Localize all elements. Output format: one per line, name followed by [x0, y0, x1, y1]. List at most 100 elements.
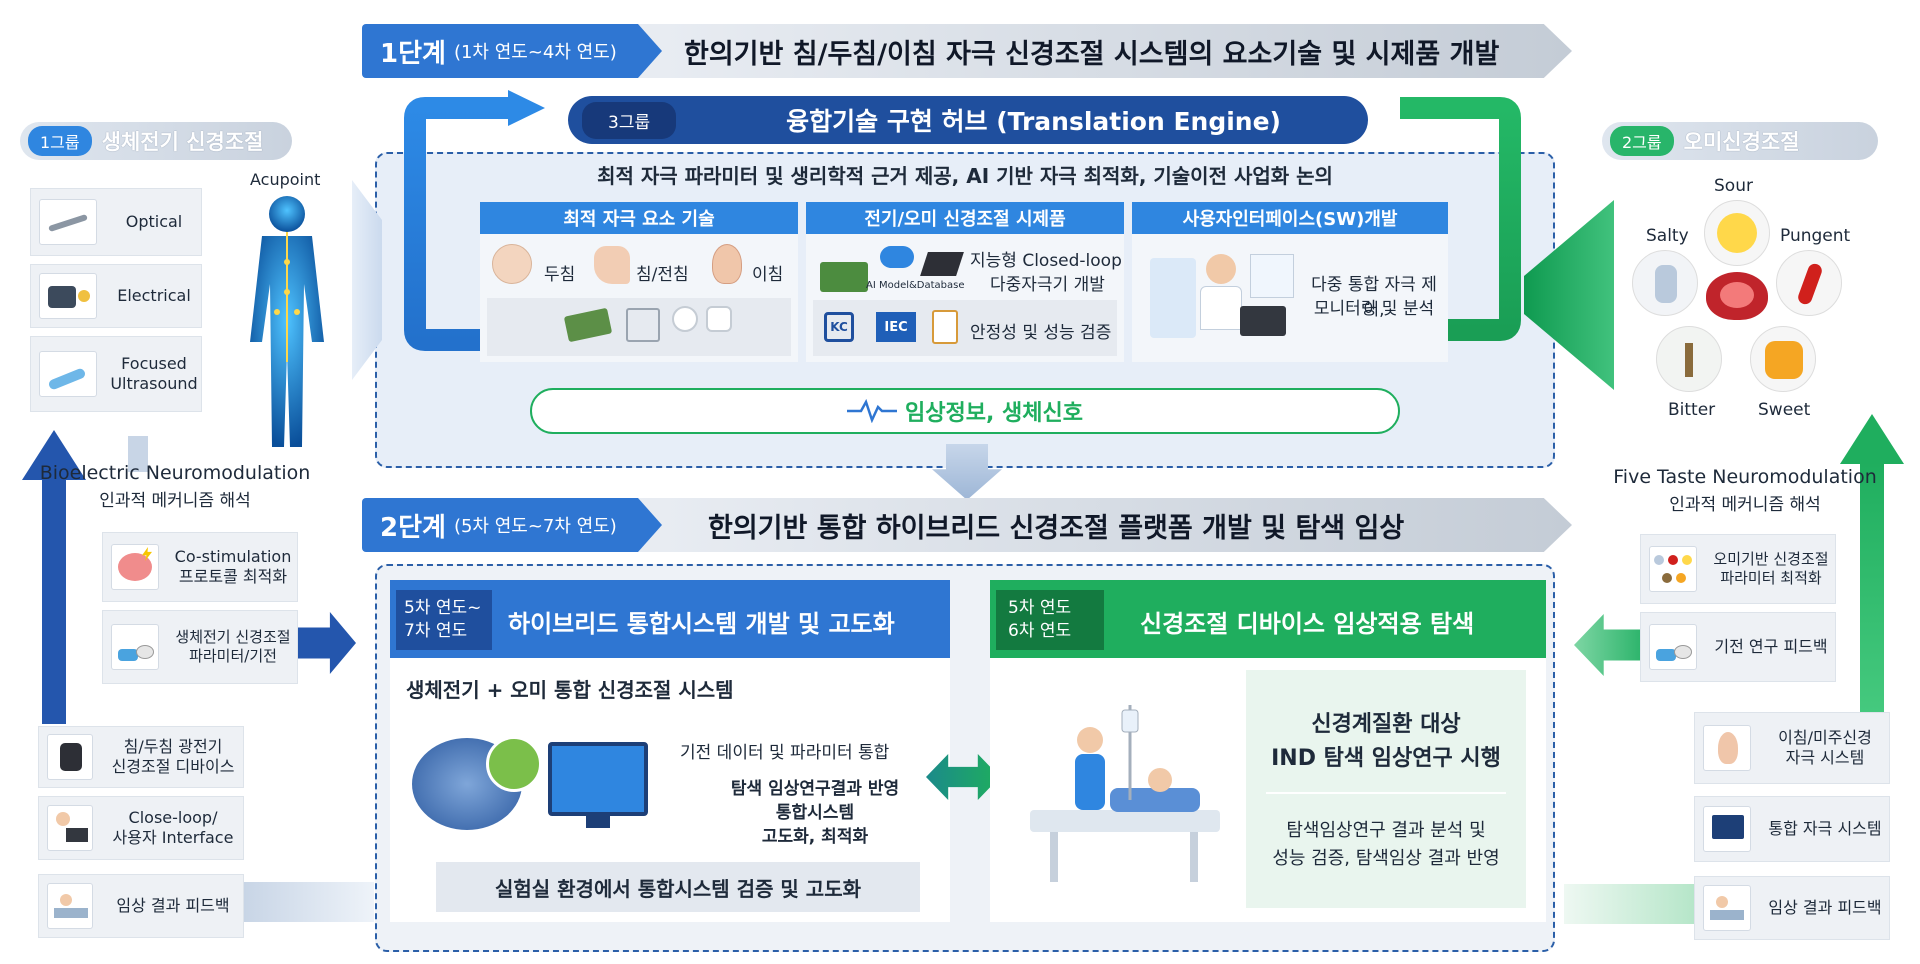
- dashboard-icon: [1150, 258, 1196, 338]
- acupoint-label: Acupoint: [250, 170, 321, 189]
- clinical-year2: 6차 연도: [1008, 621, 1072, 641]
- optical-label: Optical: [125, 212, 183, 231]
- pad-icon-2: [706, 306, 732, 332]
- group1-to-hybrid-arrow: [298, 612, 356, 674]
- herb-icon: [1656, 326, 1722, 392]
- group2-feedback-arrow: [1564, 884, 1694, 924]
- col1-item-scalp: 두침: [544, 265, 576, 285]
- acu-device-line2: 신경조절 디바이스: [111, 757, 235, 776]
- close-loop-card: Close-loop/사용자 Interface: [38, 796, 244, 860]
- clinical-info-panel: [1246, 670, 1526, 908]
- pepper-icon: [1776, 250, 1842, 316]
- group1-name: 생체전기 신경조절: [101, 130, 264, 154]
- hybrid-title: 하이브리드 통합시스템 개발 및 고도화: [508, 610, 895, 638]
- ultrasound-label-line1: Focused: [121, 354, 187, 373]
- stage2-chip: 2단계 (5차 연도~7차 연도): [362, 498, 662, 552]
- lab-mouse-icon: [1649, 624, 1697, 670]
- clinical-years: 5차 연도 6차 연도: [996, 590, 1104, 650]
- multi-stim-label: 다중자극기 개발: [990, 275, 1105, 295]
- costim-line1: Co-stimulation: [174, 547, 292, 566]
- integrated-system-card: 통합 자극 시스템: [1694, 796, 1890, 862]
- col2-head: 전기/오미 신경조절 시제품: [806, 202, 1124, 234]
- ui-line1: 다중 통합 자극 제어,: [1311, 275, 1437, 320]
- stage1-chip: 1단계 (1차 연도~4차 연도): [362, 24, 662, 78]
- clinical-result2: 성능 검증, 탐색임상 결과 반영: [1272, 848, 1500, 869]
- clinical-info-label: 임상정보, 생체신호: [905, 401, 1083, 426]
- leg-icon: [594, 246, 630, 284]
- five-title: Five Taste Neuromodulation: [1613, 466, 1877, 488]
- monitor-icon: [1703, 806, 1751, 852]
- hybrid-years: 5차 연도~ 7차 연도: [396, 590, 492, 650]
- hybrid-line2: 탐색 임상연구결과 반영: [730, 779, 900, 799]
- ultrasound-device-icon: [39, 351, 97, 397]
- tongue-icon: [1706, 272, 1768, 320]
- group1-feedback-arrow: [244, 882, 374, 922]
- monitor-stand: [586, 816, 610, 828]
- clinical-target2: IND 탐색 임상연구 시행: [1271, 746, 1501, 771]
- ear-icon: [712, 244, 742, 284]
- bio-param-line1: 생체전기 신경조절: [175, 628, 291, 647]
- group2-vertical-bar: [1860, 462, 1884, 712]
- monitor-screen-icon: [548, 742, 648, 816]
- group2-feedback-card: 임상 결과 피드백: [1694, 876, 1890, 940]
- group2-pill: 2그룹: [1610, 126, 1674, 156]
- patient-bed-icon: [47, 883, 93, 929]
- group3-pill: 3그룹: [582, 101, 677, 139]
- hybrid-line1: 기전 데이터 및 파라미터 통합: [680, 743, 890, 763]
- taste-sour-label: Sour: [1714, 176, 1753, 196]
- bio-param-line2: 파라미터/기전: [189, 647, 277, 665]
- electrical-label: Electrical: [117, 286, 191, 305]
- mech-feedback-card: 기전 연구 피드백: [1640, 612, 1836, 682]
- optical-device-icon: [39, 199, 97, 245]
- taste-bitter-label: Bitter: [1668, 400, 1716, 420]
- patient-care-illustration: [1030, 705, 1220, 882]
- watch-device-icon: [47, 734, 93, 780]
- board-icon: [820, 262, 868, 292]
- clinical-title: 신경조절 디바이스 임상적용 탐색: [1140, 610, 1475, 638]
- close-loop-label: Close-loop/사용자 Interface: [103, 808, 243, 848]
- close-loop-line1: Close-loop/: [128, 808, 218, 827]
- ai-model-label: AI Model&Database: [866, 280, 965, 291]
- needles-icon: [626, 308, 660, 342]
- taste-param-line1: 오미기반 신경조절: [1713, 550, 1829, 569]
- hybrid-year2: 7차 연도: [404, 621, 468, 641]
- close-loop-line2: 사용자 Interface: [112, 828, 234, 847]
- lemon-icon: [1704, 200, 1770, 266]
- ear-system-line2: 자극 시스템: [1785, 748, 1865, 767]
- iec-mark: IEC: [876, 312, 916, 342]
- group2-up-arrow: [1840, 414, 1904, 464]
- five-sub: 인과적 메커니즘 해석: [1669, 495, 1821, 515]
- acu-device-line1: 침/두침 광전기: [123, 737, 223, 756]
- stage2-banner: 2단계 (5차 연도~7차 연도) 한의기반 통합 하이브리드 신경조절 플랫폼…: [362, 498, 1572, 552]
- group1-feedback-label: 임상 결과 피드백: [116, 896, 230, 915]
- user-avatar: [1206, 254, 1236, 284]
- pad-icon-1: [672, 306, 698, 332]
- col3-head: 사용자인터페이스(SW)개발: [1132, 202, 1448, 234]
- human-body-figure: [250, 196, 324, 447]
- stage1-title: 한의기반 침/두침/이침 자극 신경조절 시스템의 요소기술 및 시제품 개발: [684, 38, 1500, 70]
- hybrid-line4: 고도화, 최적화: [761, 827, 869, 847]
- group1-feedback-card: 임상 결과 피드백: [38, 874, 244, 938]
- costim-line2: 프로토콜 최적화: [178, 567, 288, 586]
- cert-strip: [813, 300, 1117, 356]
- hub-header: 3그룹 융합기술 구현 허브 (Translation Engine): [568, 96, 1368, 144]
- stage1-banner: 1단계 (1차 연도~4차 연도) 한의기반 침/두침/이침 자극 신경조절 시…: [362, 24, 1572, 78]
- stage1-label: 1단계: [380, 38, 446, 69]
- hybrid-year1: 5차 연도~: [404, 598, 482, 619]
- stage1-arrow-bg: [632, 24, 1572, 78]
- ear-system-line1: 이침/미주신경: [1778, 728, 1872, 747]
- group1-vertical-bar: [42, 478, 66, 724]
- clinical-result1: 탐색임상연구 결과 분석 및: [1286, 820, 1486, 841]
- kc-mark: KC: [824, 312, 854, 342]
- hybrid-verify: 실험실 환경에서 통합시스템 검증 및 고도화: [436, 862, 920, 912]
- stage2-title: 한의기반 통합 하이브리드 신경조절 플랫폼 개발 및 탐색 임상: [708, 512, 1405, 544]
- group2-feedback-label: 임상 결과 피드백: [1768, 898, 1882, 917]
- brain-spark-icon: [111, 544, 159, 590]
- pulse-icon: [847, 399, 898, 423]
